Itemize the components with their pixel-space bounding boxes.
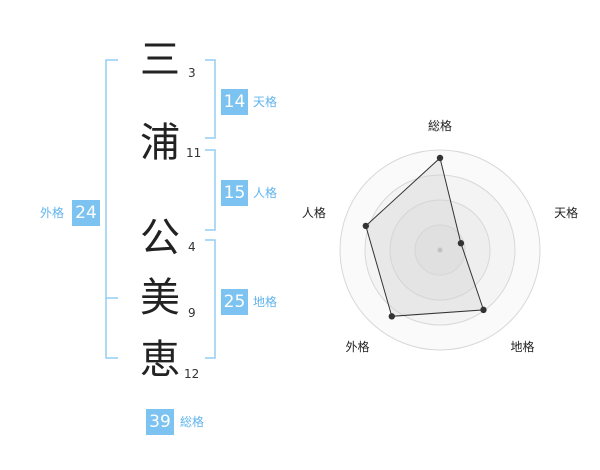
outer-bracket [105,59,118,359]
radar-point-2 [457,240,465,247]
radar-axis-label-4: 外格 [345,339,369,354]
radar-point-4 [388,313,396,320]
stroke-count-3: 4 [188,240,196,254]
radar-axis-label-5: 人格 [302,205,326,220]
jinkaku-badge: 15 [221,180,248,206]
radar-point-5 [362,222,370,230]
chikaku-badge: 25 [221,289,248,315]
name-char-4: 美 [140,275,180,321]
tenkaku-bracket [205,59,216,139]
stroke-count-1: 3 [188,66,196,80]
radar-axis-label-3: 地格 [511,339,535,354]
tenkaku-label: 天格 [253,95,278,109]
jinkaku-label: 人格 [253,186,278,200]
name-char-3: 公 [140,215,180,261]
soukaku-badge: 39 [146,409,174,435]
stroke-count-2: 11 [186,146,202,160]
chikaku-label: 地格 [253,295,278,309]
name-char-2: 浦 [140,120,180,166]
stroke-count-4: 9 [188,306,196,320]
name-char-1: 三 [140,37,180,83]
chikaku-bracket [205,239,216,359]
radar-point-1 [436,154,444,162]
stroke-count-5: 12 [184,367,200,381]
gaikaku-badge: 24 [72,200,100,226]
soukaku-label: 総格 [180,415,205,429]
radar-axis-label-1: 総格 [428,118,452,133]
radar-center-dot [437,247,443,253]
jinkaku-bracket [205,149,216,231]
radar-data-polygon [365,157,485,317]
radar-point-3 [480,306,487,314]
tenkaku-badge: 14 [221,89,248,115]
gaikaku-label: 外格 [40,206,65,220]
name-char-5: 恵 [140,337,180,383]
radar-axis-label-2: 天格 [554,205,578,220]
